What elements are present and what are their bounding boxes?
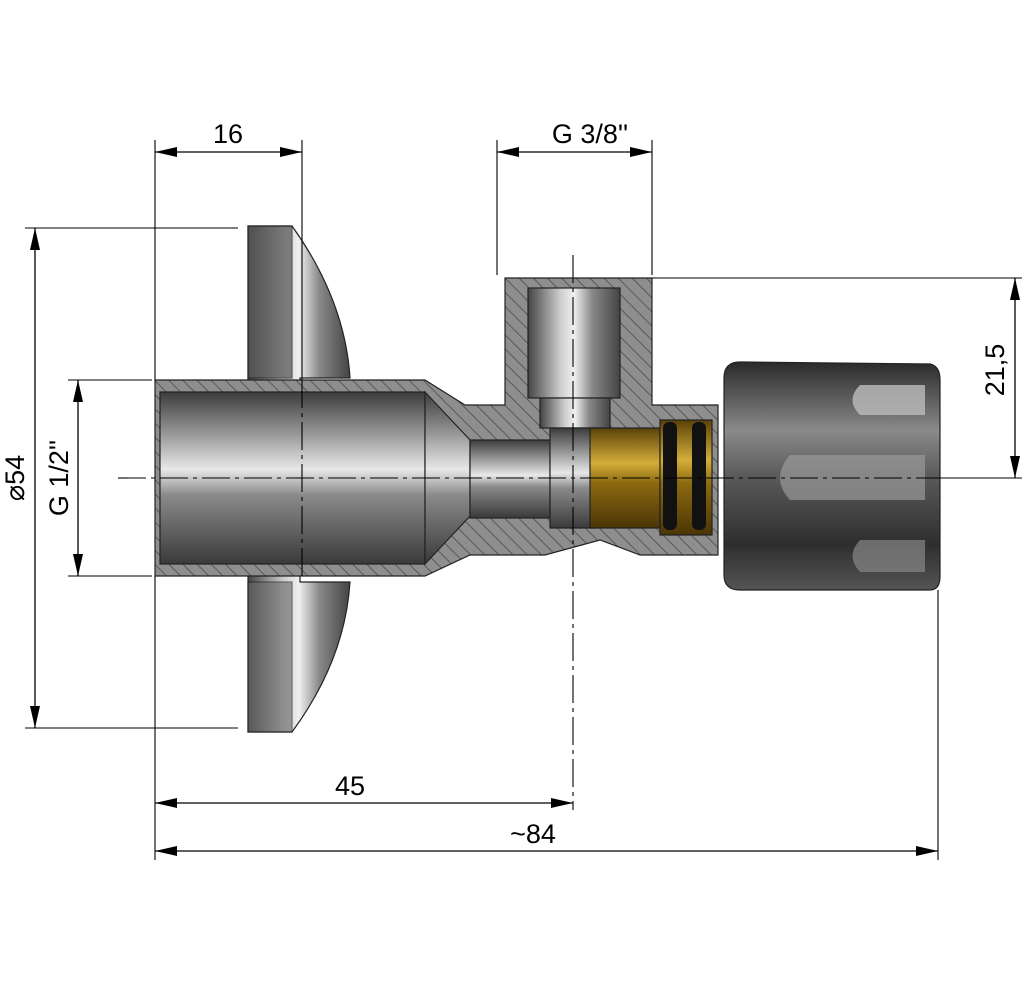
- arrowhead: [73, 380, 83, 402]
- arrowhead: [1010, 278, 1020, 300]
- arrowhead: [497, 147, 519, 157]
- dimension-lines: [30, 147, 1020, 856]
- dim-label-g38: G 3/8'': [552, 119, 628, 149]
- arrowhead: [155, 147, 177, 157]
- arrowhead: [73, 554, 83, 576]
- o-ring: [663, 422, 677, 530]
- dim-label-84: ~84: [510, 819, 556, 849]
- dim-label-45: 45: [335, 771, 365, 801]
- valve-body: [154, 277, 719, 577]
- dim-label-dia54: ⌀54: [0, 455, 30, 501]
- dim-label-16: 16: [213, 119, 243, 149]
- arrowhead: [30, 228, 40, 250]
- arrowhead: [551, 798, 573, 808]
- arrowhead: [155, 846, 177, 856]
- handle: [723, 361, 941, 591]
- arrowhead: [280, 147, 302, 157]
- arrowhead: [916, 846, 938, 856]
- o-ring: [692, 422, 706, 530]
- dim-label-g12: G 1/2'': [44, 440, 74, 516]
- arrowhead: [1010, 456, 1020, 478]
- arrowhead: [155, 798, 177, 808]
- extension-lines: [25, 140, 1022, 860]
- arrowhead: [630, 147, 652, 157]
- dim-label-21-5: 21,5: [980, 344, 1010, 397]
- arrowhead: [30, 706, 40, 728]
